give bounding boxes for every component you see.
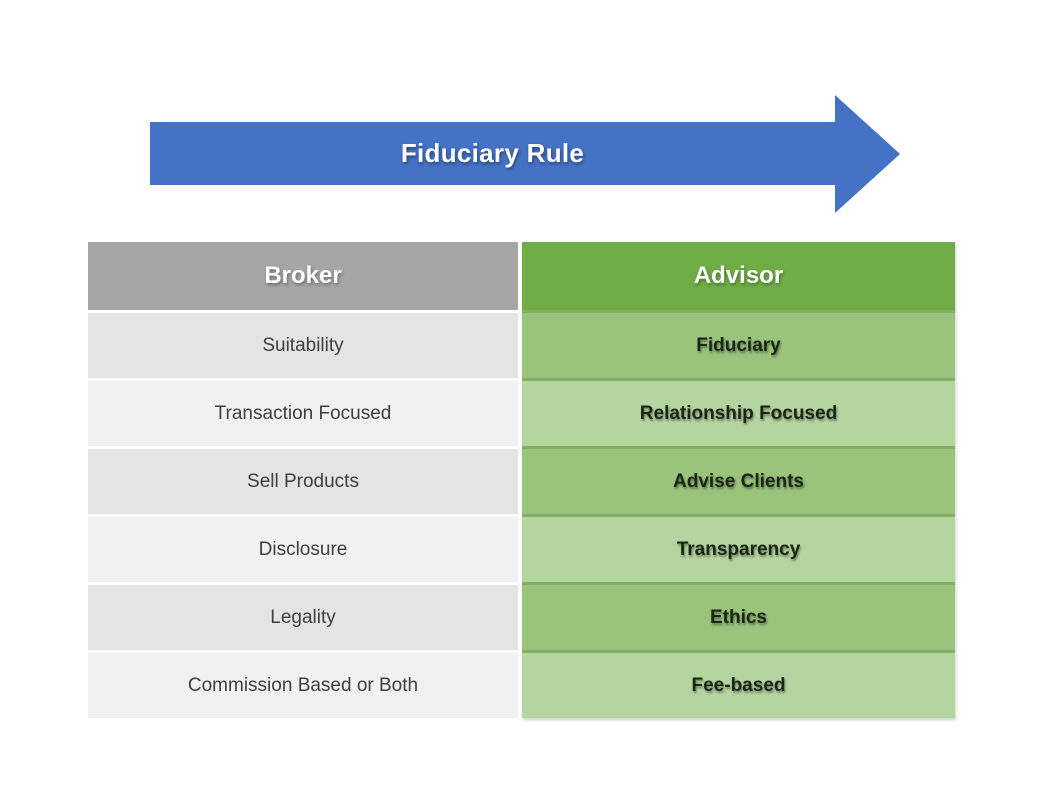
broker-advisor-comparison-table: Broker Suitability Transaction Focused S… — [88, 242, 955, 718]
broker-column: Broker Suitability Transaction Focused S… — [88, 242, 518, 718]
advisor-cell-transparency: Transparency — [522, 514, 955, 582]
advisor-cell-advise-clients: Advise Clients — [522, 446, 955, 514]
advisor-cell-ethics: Ethics — [522, 582, 955, 650]
advisor-cell-fee-based: Fee-based — [522, 650, 955, 718]
right-arrow-shape — [150, 95, 900, 213]
broker-column-header: Broker — [88, 242, 518, 310]
advisor-column: Advisor Fiduciary Relationship Focused A… — [522, 242, 955, 718]
broker-cell-legality: Legality — [88, 585, 518, 650]
advisor-column-header: Advisor — [522, 242, 955, 310]
fiduciary-rule-arrow-banner: Fiduciary Rule — [150, 95, 900, 213]
broker-cell-commission-based: Commission Based or Both — [88, 653, 518, 718]
broker-cell-suitability: Suitability — [88, 313, 518, 378]
broker-cell-disclosure: Disclosure — [88, 517, 518, 582]
advisor-cell-relationship-focused: Relationship Focused — [522, 378, 955, 446]
broker-cell-transaction-focused: Transaction Focused — [88, 381, 518, 446]
arrow-title: Fiduciary Rule — [400, 138, 585, 168]
advisor-cell-fiduciary: Fiduciary — [522, 310, 955, 378]
broker-cell-sell-products: Sell Products — [88, 449, 518, 514]
